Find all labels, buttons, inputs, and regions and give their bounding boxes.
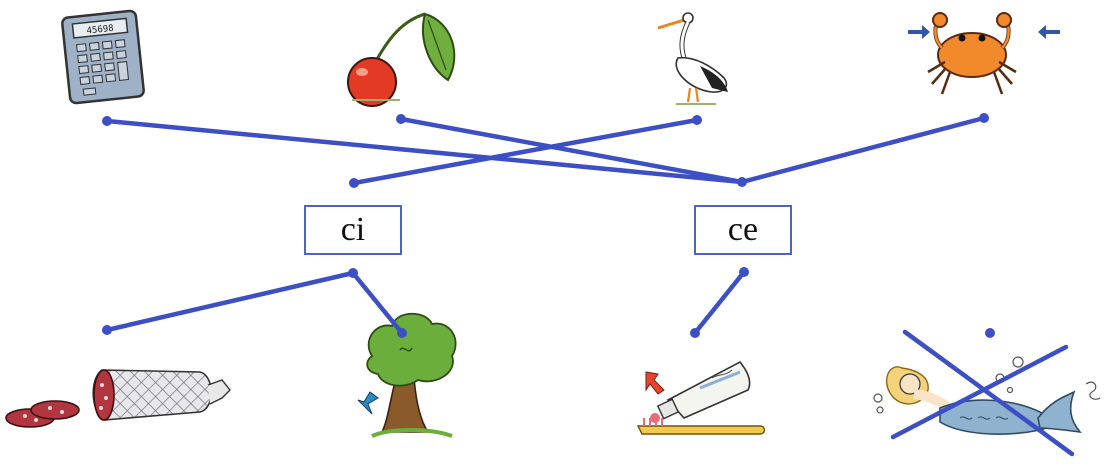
line-calculator-ce — [104, 118, 745, 185]
toothpaste-icon — [636, 360, 766, 435]
dot-calculator[interactable] — [102, 116, 112, 126]
syllable-box-ce: ce — [694, 205, 792, 255]
dot-mermaid[interactable] — [985, 328, 995, 338]
cross-out-mark — [890, 329, 1075, 457]
tree-icon — [357, 312, 457, 438]
dot-ce-top[interactable] — [737, 177, 747, 187]
calculator-display: 45698 — [86, 24, 114, 37]
stork-icon — [657, 12, 728, 105]
line-ci-tree — [350, 270, 405, 336]
cherry-icon — [347, 12, 456, 107]
dot-ci-top[interactable] — [349, 178, 359, 188]
dot-salami[interactable] — [102, 325, 112, 335]
dot-toothpaste[interactable] — [690, 328, 700, 338]
dot-ce-bottom[interactable] — [739, 267, 749, 277]
mermaid-icon — [873, 356, 1101, 435]
calculator-icon: 45698 — [61, 9, 145, 105]
line-stork-ci — [351, 117, 700, 186]
syllable-box-ci: ci — [304, 205, 402, 255]
line-ci-salami — [104, 270, 356, 333]
line-ce-toothpaste — [692, 269, 747, 336]
line-crab-ce — [739, 115, 987, 185]
dot-stork[interactable] — [692, 115, 702, 125]
dot-tree[interactable] — [397, 328, 407, 338]
crab-icon — [908, 12, 1060, 95]
match-dots — [102, 113, 995, 338]
match-lines — [104, 115, 987, 336]
dot-crab[interactable] — [979, 113, 989, 123]
dot-ci-bottom[interactable] — [348, 268, 358, 278]
dot-cherry[interactable] — [396, 114, 406, 124]
salami-icon — [5, 369, 231, 428]
line-cherry-ce — [398, 116, 745, 185]
